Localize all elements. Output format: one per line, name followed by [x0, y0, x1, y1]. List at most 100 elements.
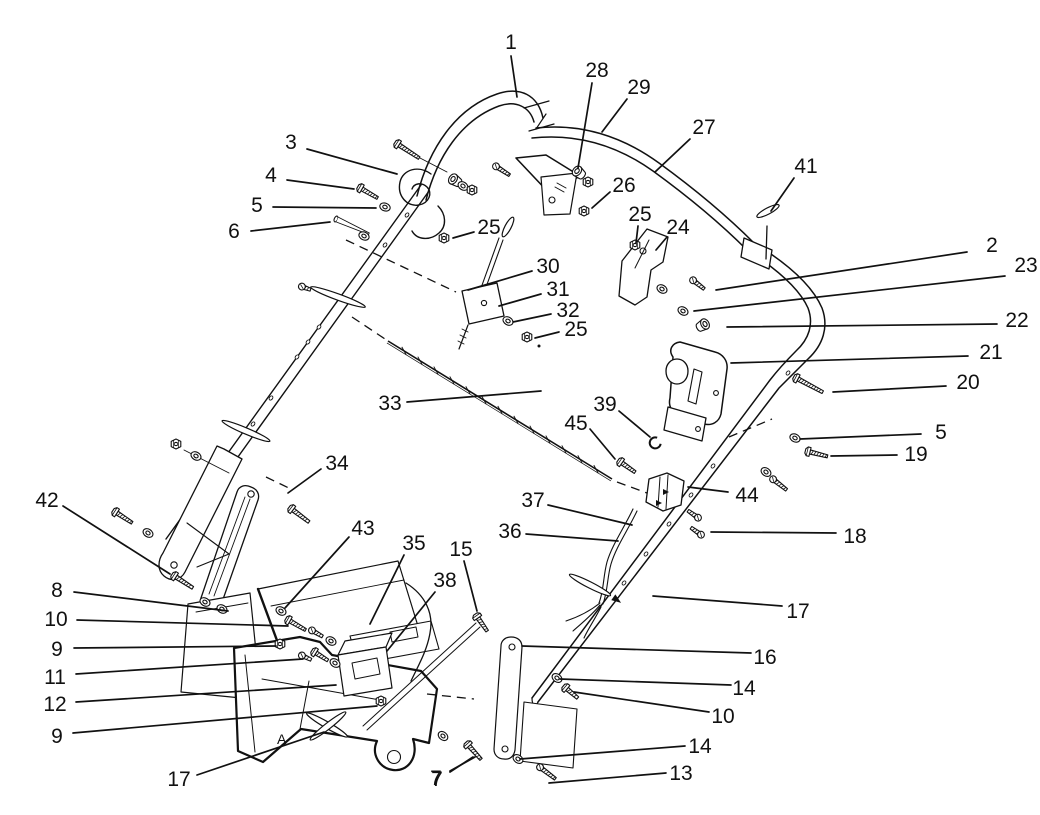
leader-line: [498, 293, 542, 307]
callout-number: 20: [956, 371, 979, 394]
washer-fastener-icon: [656, 284, 668, 294]
bolt-fastener-icon: [287, 504, 311, 524]
leader-line: [534, 331, 560, 339]
callout-12-42: 12: [43, 684, 337, 716]
nut-fastener-icon: [629, 239, 641, 251]
washer-fastener-icon: [275, 606, 287, 616]
screw-fastener-icon: [308, 626, 324, 639]
callout-2-13: 2: [715, 234, 998, 291]
callout-number: 45: [564, 412, 587, 435]
bolt-fastener-icon: [310, 647, 330, 663]
leader-line: [306, 148, 398, 175]
callout-number: 6: [228, 220, 240, 243]
callout-28-1: 28: [577, 59, 609, 169]
callout-number: 10: [711, 705, 734, 728]
part-outline: [618, 228, 669, 306]
callout-number: 29: [627, 76, 650, 99]
callout-number: 25: [564, 318, 587, 341]
washer-fastener-icon: [142, 528, 154, 538]
clip-fastener-icon: [648, 436, 662, 450]
tube-hole: [688, 492, 694, 498]
dashed-centerline: [426, 693, 475, 700]
part-outline: [461, 328, 469, 333]
part-outline: [554, 186, 565, 193]
hole: [501, 745, 509, 753]
leader-line: [519, 745, 686, 760]
callout-number: 5: [251, 194, 263, 217]
leader-line: [196, 731, 325, 776]
cable-tick: [561, 445, 567, 454]
cable-tick: [401, 346, 407, 356]
callout-14-47: 14: [559, 677, 756, 700]
screw-fastener-icon: [686, 508, 702, 522]
callout-number: 14: [732, 677, 756, 700]
dot-fastener-icon: [537, 344, 541, 348]
part-outline: [213, 498, 251, 597]
callout-33-22: 33: [378, 390, 542, 415]
part-outline: [299, 680, 310, 730]
callout-number: 30: [536, 255, 559, 278]
callout-6-8: 6: [228, 220, 331, 243]
washer-fastener-icon: [502, 316, 514, 326]
leader-line: [72, 705, 378, 734]
nut-fastener-icon: [466, 184, 478, 196]
leader-line: [463, 560, 478, 612]
washer-fastener-icon: [760, 467, 772, 477]
screw-fastener-icon: [297, 651, 313, 662]
callout-42-33: 42: [35, 489, 171, 575]
screw-fastener-icon: [769, 475, 789, 492]
callout-21-16: 21: [730, 341, 1003, 364]
cable-tick: [449, 376, 455, 385]
callout-17-31: 17: [652, 595, 810, 623]
callout-number: 25: [477, 216, 500, 239]
nut-fastener-icon: [521, 331, 533, 343]
dashed-centerline: [351, 316, 386, 340]
screw-fastener-icon: [689, 276, 706, 291]
cable-33: [386, 340, 613, 482]
callout-number: 43: [351, 517, 374, 540]
leader-line: [76, 619, 289, 627]
leader-line: [618, 410, 651, 438]
callout-7-51: 7: [430, 756, 476, 790]
callout-20-17: 20: [832, 371, 980, 394]
bolt-fastener-icon: [472, 612, 489, 633]
callout-30-18: 30: [467, 255, 560, 291]
part-outline: [740, 237, 773, 270]
leader-line: [726, 323, 998, 328]
washer-fastener-icon: [512, 754, 524, 764]
part-outline: [480, 237, 500, 289]
leader-line: [693, 275, 1006, 312]
leader-line: [547, 504, 633, 526]
cable-tick: [513, 415, 519, 425]
dashed-centerline: [728, 418, 773, 438]
bolt-fastener-icon: [111, 507, 134, 525]
callout-38-37: 38: [386, 569, 457, 652]
screw-fastener-icon: [689, 525, 705, 539]
tube-holes: [170, 196, 791, 765]
callout-5-25: 5: [799, 421, 947, 444]
tube-hole: [250, 421, 256, 427]
part-outline: [244, 654, 256, 753]
capsule-fastener-icon: [756, 203, 780, 219]
cable-tick: [545, 435, 551, 444]
cable-tick: [577, 455, 583, 464]
screw-fastener-icon: [297, 282, 312, 292]
callout-19-26: 19: [830, 443, 928, 466]
callout-35-35: 35: [369, 532, 426, 625]
tri-fastener-icon: [611, 594, 622, 603]
leader-line: [601, 98, 628, 133]
part-outline: [535, 126, 755, 244]
leader-line: [250, 221, 331, 232]
leader-line: [62, 505, 171, 575]
callout-number: 12: [43, 693, 66, 716]
callout-18-30: 18: [710, 525, 867, 548]
part-outline: [419, 157, 448, 173]
tube-hole: [268, 395, 274, 401]
cable-tick: [481, 395, 487, 405]
cable-tick: [497, 405, 503, 415]
callout-number: 7: [431, 768, 443, 791]
leader-line: [573, 691, 710, 713]
leader-line: [591, 191, 611, 209]
leader-line: [73, 645, 277, 649]
